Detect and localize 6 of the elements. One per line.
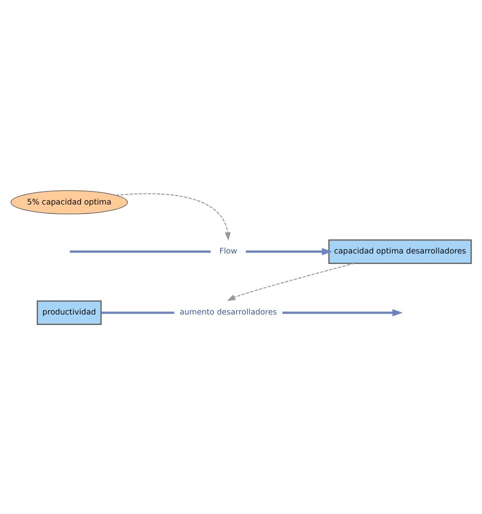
connector — [101, 311, 174, 314]
connector — [70, 250, 211, 252]
arrow — [282, 308, 403, 316]
arrow — [246, 248, 332, 255]
arrow — [116, 192, 231, 240]
arrow — [226, 262, 355, 301]
